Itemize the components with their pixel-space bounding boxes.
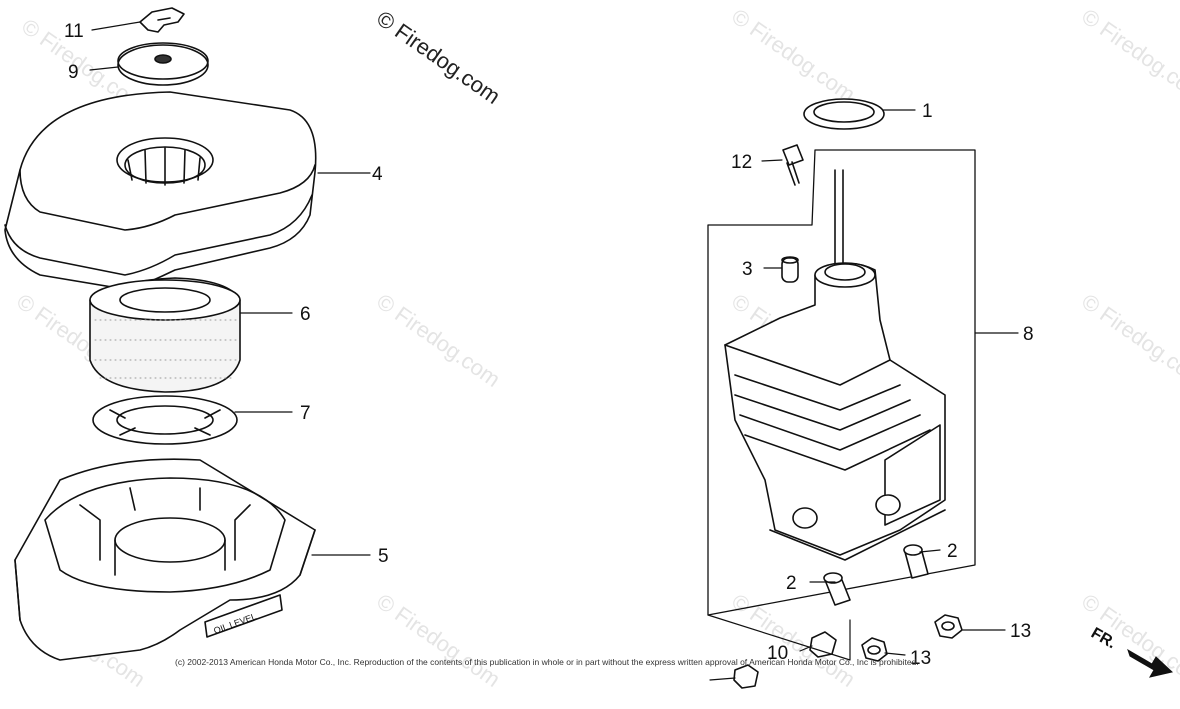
- nut-part: [934, 614, 963, 639]
- callout-13: 13: [1010, 621, 1031, 642]
- watermark: © Firedog.com: [1077, 4, 1180, 107]
- callout-13: 13: [910, 648, 931, 669]
- watermark: © Firedog.com: [372, 289, 505, 392]
- callout-2: 2: [786, 573, 797, 594]
- callout-4: 4: [372, 164, 383, 185]
- watermark: © Firedog.com: [1077, 289, 1180, 392]
- air-cleaner-cover-part: [4, 91, 317, 291]
- watermark: © Firedog.com: [372, 589, 505, 692]
- assembly-bracket: [707, 149, 976, 616]
- oil-level-marking: OIL LEVEL: [212, 611, 257, 636]
- air-cleaner-case-part: OIL LEVEL: [14, 458, 316, 661]
- cap-nut-part: [809, 631, 837, 658]
- callout-3: 3: [742, 259, 753, 280]
- watermark-main: © Firedog.com: [372, 6, 505, 109]
- callout-1: 1: [922, 101, 933, 122]
- callout-6: 6: [300, 304, 311, 325]
- callout-10: 10: [767, 643, 788, 664]
- leader-lines: [89, 21, 1019, 681]
- callout-9: 9: [68, 62, 79, 83]
- callout-8: 8: [1023, 324, 1034, 345]
- dowel-part: [781, 256, 799, 283]
- gasket-part: [92, 395, 238, 445]
- bolt-part: [782, 144, 804, 186]
- wing-nut-part: [139, 7, 185, 33]
- nut-part: [861, 637, 888, 662]
- cylinder-assembly-part: [724, 169, 946, 561]
- gasket-ring-part: [803, 98, 885, 130]
- foam-element-part: [89, 277, 241, 393]
- cap-nut-part: [733, 664, 759, 689]
- callout-2: 2: [947, 541, 958, 562]
- watermark: © Firedog.com: [727, 4, 860, 107]
- callout-12: 12: [731, 152, 752, 173]
- callout-11: 11: [64, 21, 84, 42]
- copyright-notice: (c) 2002-2013 American Honda Motor Co., …: [175, 657, 919, 667]
- callout-labels: 11 9 4 6 7 5 1 12 3 8 2 2 13 10 13: [64, 21, 1034, 669]
- cap-washer-part: [117, 42, 209, 86]
- callout-7: 7: [300, 403, 311, 424]
- arrow-icon: [1127, 648, 1174, 678]
- callout-5: 5: [378, 546, 389, 567]
